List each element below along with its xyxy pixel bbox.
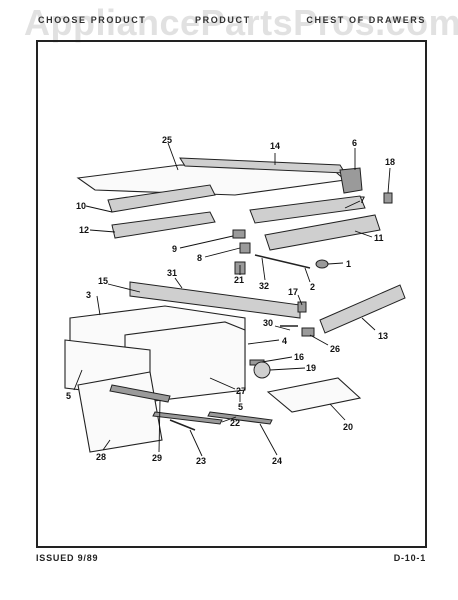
callout-1: 1	[346, 259, 351, 269]
callout-13: 13	[378, 331, 388, 341]
callout-14: 14	[270, 141, 280, 151]
leader-lines	[73, 142, 391, 457]
part-tray	[266, 377, 362, 413]
callout-5b: 5	[238, 402, 243, 412]
header-section-title: CHEST OF DRAWERS	[306, 15, 426, 25]
callout-23: 23	[196, 456, 206, 466]
part-strip-22	[152, 411, 223, 425]
callout-29: 29	[152, 453, 162, 463]
callout-31: 31	[167, 268, 177, 278]
callout-11: 11	[374, 233, 384, 243]
watermark: AppliancePartsPros.com	[24, 2, 458, 43]
part-slide-26	[301, 327, 315, 337]
part-bracket-8	[239, 242, 251, 254]
part-bracket-9	[232, 229, 246, 239]
callout-12: 12	[79, 225, 89, 235]
callout-28: 28	[96, 452, 106, 462]
page-header: AppliancePartsPros.com CHOOSE PRODUCT PR…	[0, 0, 458, 43]
part-strip-24	[207, 411, 273, 425]
diagram-frame	[36, 40, 427, 548]
callout-21: 21	[234, 275, 244, 285]
part-clip-18	[383, 192, 393, 204]
part-right-slide-rail-lower	[264, 214, 381, 251]
callout-22: 22	[230, 418, 240, 428]
part-knob-19	[253, 361, 271, 379]
callout-15: 15	[98, 276, 108, 286]
header-mid-label: PRODUCT	[195, 15, 251, 25]
callout-9: 9	[172, 244, 177, 254]
part-left-slide-rail-lower	[111, 211, 216, 239]
part-strip-23	[169, 419, 196, 431]
part-side-rail-13	[319, 284, 406, 334]
issued-date: ISSUED 9/89	[36, 553, 99, 563]
callout-27: 27	[236, 386, 246, 396]
callout-19: 19	[306, 363, 316, 373]
part-cam-1	[315, 259, 329, 269]
callout-numbers: 25 14 6 18 10 7 12 11 9 8 21 32 2 1 31 1…	[66, 135, 395, 466]
callout-17: 17	[288, 287, 298, 297]
part-drawer-frame	[129, 281, 301, 319]
callout-26: 26	[330, 344, 340, 354]
callout-5: 5	[66, 391, 71, 401]
callout-16: 16	[294, 352, 304, 362]
part-rod	[254, 254, 311, 269]
callout-7: 7	[360, 195, 365, 205]
callout-30: 30	[263, 318, 273, 328]
callout-3: 3	[86, 290, 91, 300]
callout-20: 20	[343, 422, 353, 432]
page-code: D-10-1	[393, 553, 426, 563]
part-stop-17	[297, 301, 307, 313]
callout-32: 32	[259, 281, 269, 291]
callout-18: 18	[385, 157, 395, 167]
callout-25: 25	[162, 135, 172, 145]
callout-8: 8	[197, 253, 202, 263]
part-left-slide-rail-upper	[107, 184, 216, 213]
callout-2: 2	[310, 282, 315, 292]
part-right-slide-rail-upper	[249, 195, 366, 224]
part-end-cap	[339, 167, 363, 194]
callout-10: 10	[76, 201, 86, 211]
callout-6: 6	[352, 138, 357, 148]
header-left-label: CHOOSE PRODUCT	[38, 15, 147, 25]
callout-24: 24	[272, 456, 282, 466]
part-handle	[109, 384, 171, 403]
callout-4: 4	[282, 336, 287, 346]
part-front-panel	[77, 371, 163, 453]
